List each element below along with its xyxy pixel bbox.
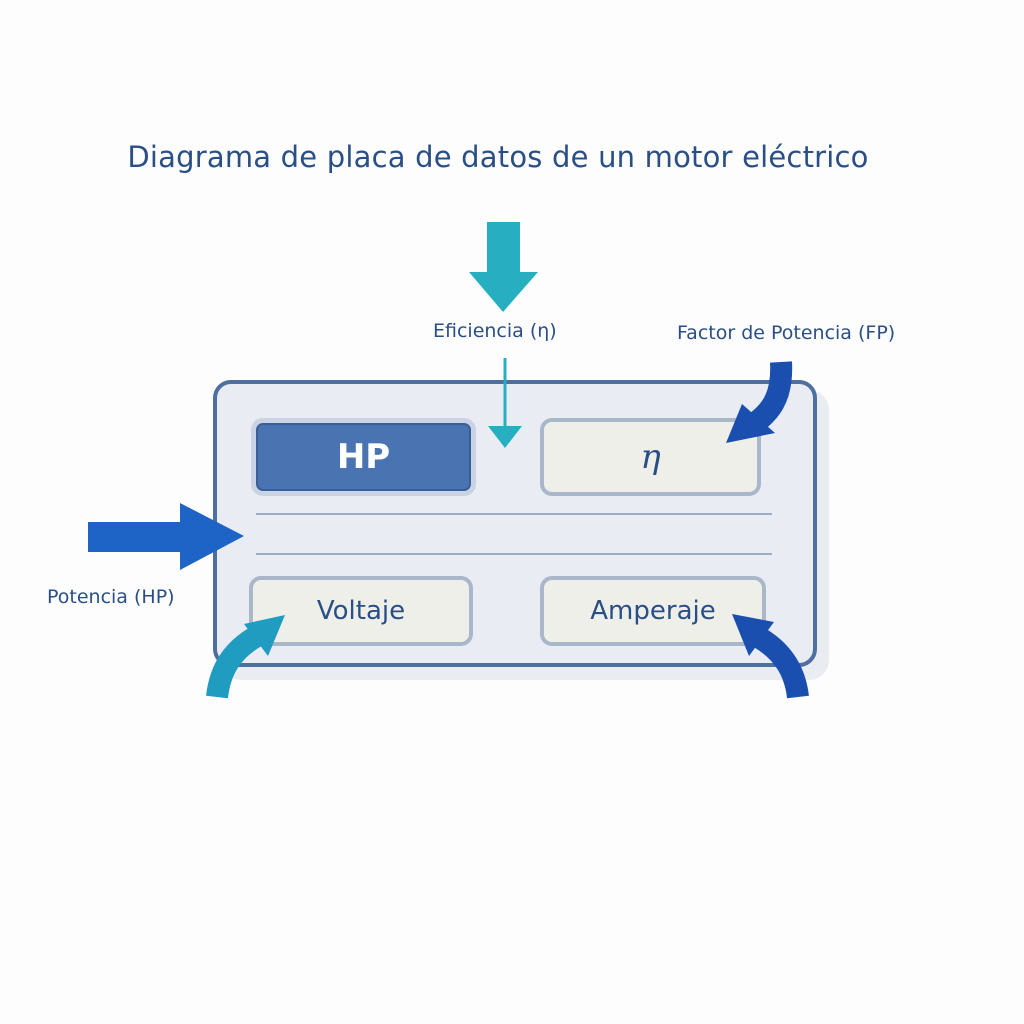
voltage-field: Voltaje <box>249 576 473 646</box>
hp-field: HP <box>251 418 476 496</box>
power-label: Potencia (HP) <box>47 586 175 608</box>
plate-divider-bottom <box>256 553 772 555</box>
efficiency-arrow-top-icon <box>469 222 538 312</box>
power-factor-label: Factor de Potencia (FP) <box>677 322 896 344</box>
amperage-field: Amperaje <box>540 576 766 646</box>
efficiency-field: η <box>540 418 761 496</box>
diagram-title: Diagrama de placa de datos de un motor e… <box>127 140 869 174</box>
efficiency-label: Eficiencia (η) <box>433 320 557 342</box>
plate-divider-top <box>256 513 772 515</box>
